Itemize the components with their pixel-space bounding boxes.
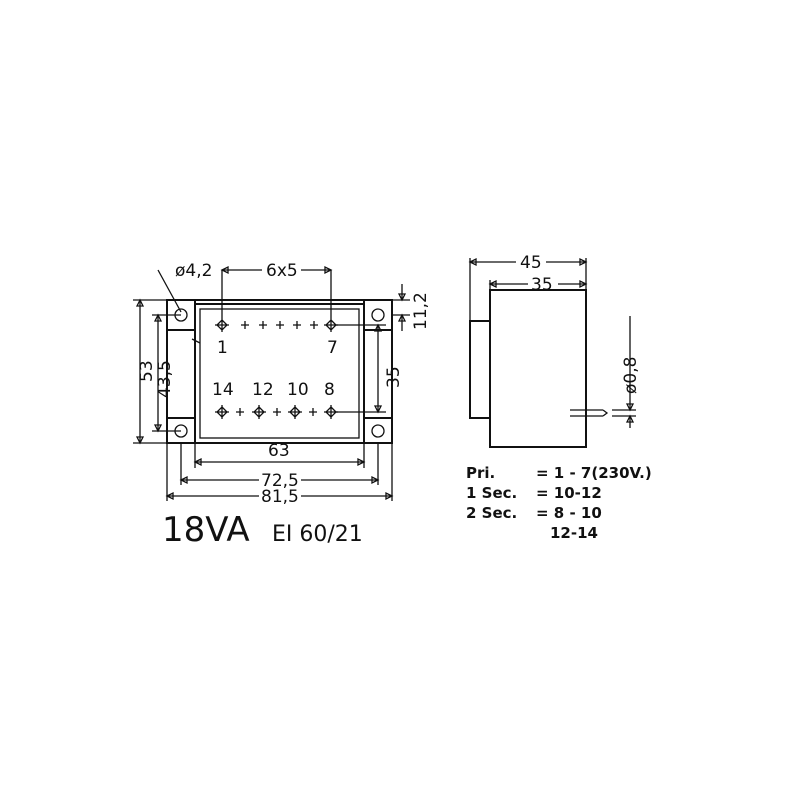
height-inner-dim-line	[152, 314, 181, 432]
legend-sec1-value: = 10-12	[536, 484, 602, 502]
front-view: 1 7 14 12 10 8 ø4,2 6x5 11,2 35 53 43,5	[133, 261, 431, 550]
pin-marker-icon	[324, 318, 338, 332]
arrowhead-icon	[135, 298, 145, 445]
pin-1-leader	[191, 338, 201, 344]
pin-marker-icon	[215, 318, 229, 332]
transformer-body	[194, 303, 365, 444]
pin-row-spacing-dim-line	[336, 324, 386, 413]
pin-marker-icon	[310, 321, 318, 329]
width-inner-dim-line	[194, 443, 365, 468]
pin-label-12: 12	[252, 380, 274, 400]
pin-marker-icon	[309, 408, 317, 416]
pin-label-8: 8	[324, 380, 335, 400]
arrowhead-icon	[153, 313, 163, 433]
hole-diameter-label: ø4,2	[175, 261, 212, 281]
pin-marker-icon	[259, 321, 267, 329]
arrowhead-icon	[488, 279, 588, 289]
arrowhead-icon	[468, 257, 588, 267]
pin-label-14: 14	[212, 380, 234, 400]
legend-sec2-value-b: 12-14	[550, 524, 598, 542]
pin-pitch-label: 6x5	[266, 261, 298, 281]
pin-row-bottom	[215, 405, 338, 419]
pin-marker-icon	[215, 405, 229, 419]
arrowhead-icon	[220, 265, 333, 275]
pin-label-1: 1	[217, 338, 228, 358]
pin-diameter-label: ø0,8	[621, 357, 641, 394]
pin-marker-icon	[252, 405, 266, 419]
side-view: 45 35 ø0,8	[468, 253, 641, 448]
arrowhead-icon	[625, 403, 635, 423]
pin-marker-icon	[276, 321, 284, 329]
arrowhead-icon	[179, 475, 380, 485]
legend-sec1-label: 1 Sec.	[466, 484, 517, 502]
height-inner-label: 43,5	[155, 360, 175, 398]
width-outer-label: 81,5	[261, 487, 299, 507]
pin-marker-icon	[288, 405, 302, 419]
legend-primary-value: = 1 - 7(230V.)	[536, 464, 652, 482]
width-inner-label: 63	[268, 441, 290, 461]
arrowhead-icon	[373, 323, 383, 414]
legend-sec2-value: = 8 - 10	[536, 504, 602, 522]
pin-side-icon	[570, 409, 609, 417]
depth-outer-dim-line	[469, 258, 587, 321]
pin-marker-icon	[293, 321, 301, 329]
top-offset-label: 11,2	[411, 292, 431, 330]
core-type-label: EI 60/21	[272, 522, 363, 547]
pin-marker-icon	[236, 408, 244, 416]
pin-row-spacing-label: 35	[384, 366, 404, 388]
pin-label-10: 10	[287, 380, 309, 400]
pin-marker-icon	[324, 405, 338, 419]
depth-outer-label: 45	[520, 253, 542, 273]
pin-diameter-dim-line	[612, 316, 636, 428]
height-outer-dim-line	[133, 299, 167, 444]
depth-inner-label: 35	[531, 275, 553, 295]
width-mid-dim-line	[180, 443, 379, 485]
pin-marker-icon	[241, 321, 249, 329]
arrowhead-icon	[397, 293, 407, 322]
hole-diameter-leader	[157, 269, 182, 313]
legend-primary-label: Pri.	[466, 464, 495, 482]
transformer-body-inner	[199, 308, 360, 439]
flange-side	[469, 320, 491, 419]
mounting-tab-bottom-right	[363, 417, 393, 444]
width-mid-label: 72,5	[261, 471, 299, 491]
arrowhead-icon	[193, 457, 366, 467]
pin-row-top	[215, 318, 338, 332]
pin-label-7: 7	[327, 338, 338, 358]
winding-legend: Pri. = 1 - 7(230V.) 1 Sec. = 10-12 2 Sec…	[466, 464, 652, 542]
height-outer-label: 53	[137, 360, 157, 382]
legend-sec2-label: 2 Sec.	[466, 504, 517, 522]
transformer-body-side	[489, 289, 587, 448]
pin-pitch-dim-line	[221, 269, 332, 318]
top-offset-dim-line	[392, 284, 410, 331]
rating-label: 18VA	[162, 510, 250, 550]
mounting-hole-icon	[371, 308, 385, 322]
width-outer-dim-line	[166, 443, 393, 501]
mounting-hole-icon	[371, 424, 385, 438]
arrowhead-icon	[165, 491, 394, 501]
pin-marker-icon	[273, 408, 281, 416]
